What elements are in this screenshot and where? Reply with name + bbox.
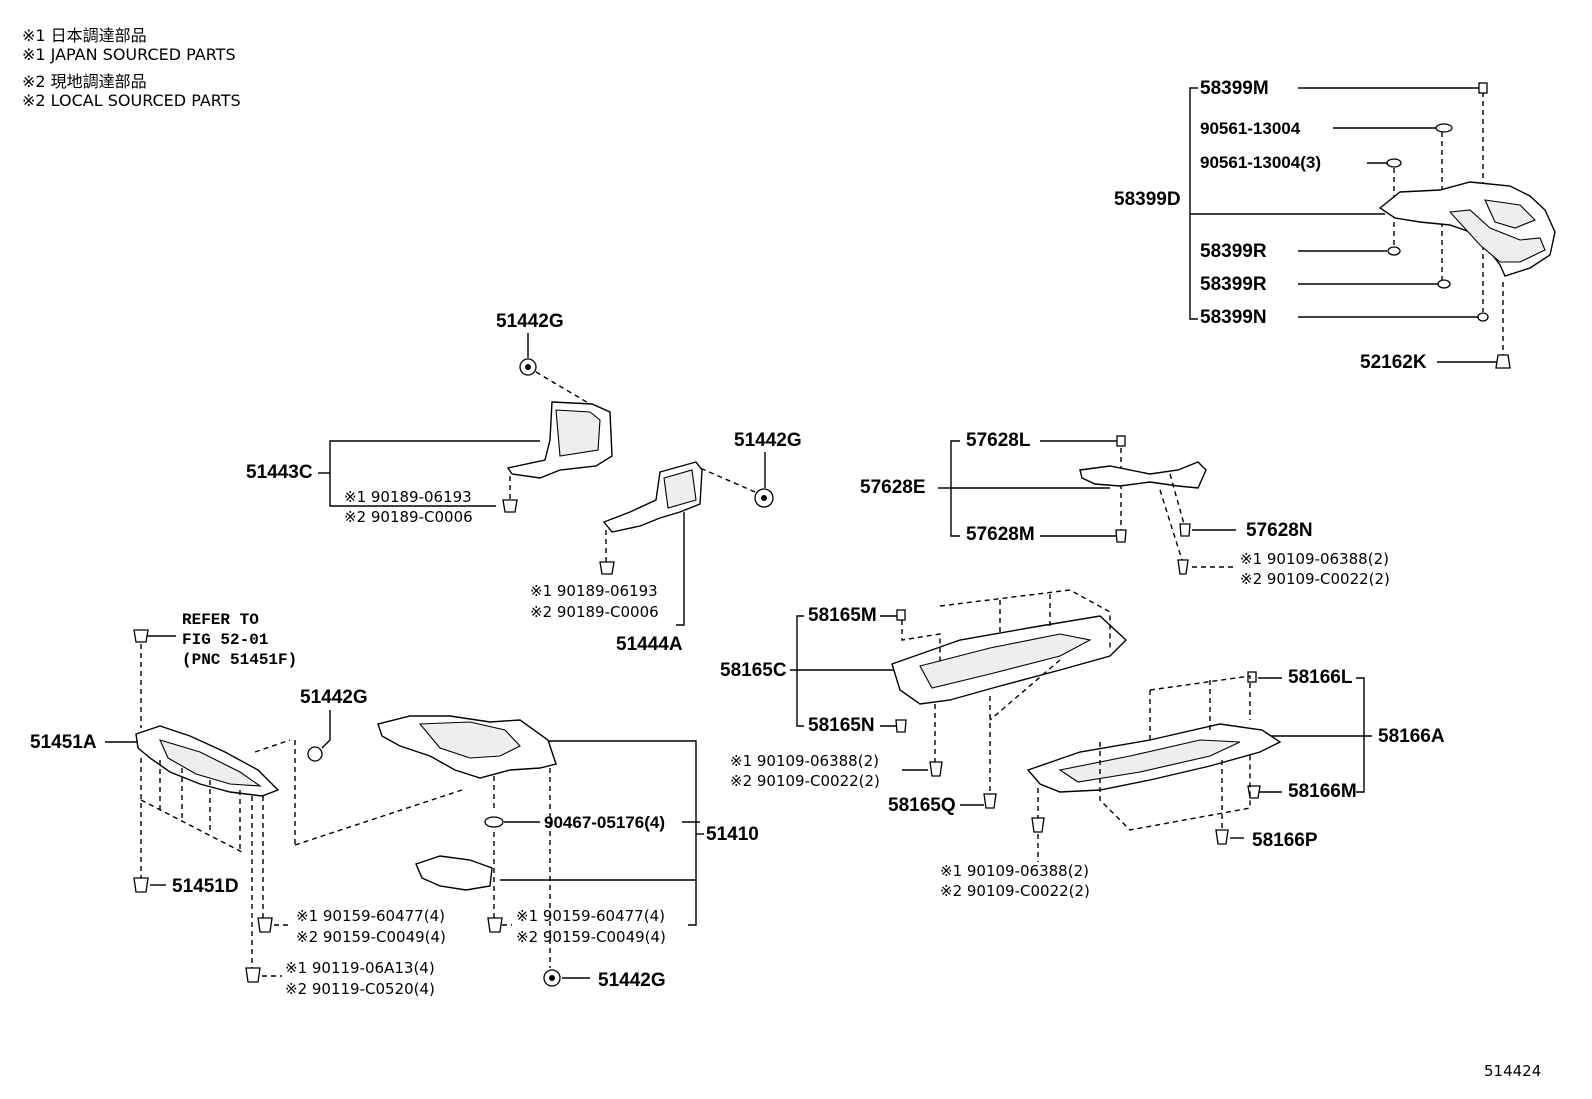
label-57628N: 57628N (1246, 520, 1313, 541)
clip-icon (1387, 246, 1401, 256)
bolt-icon (133, 877, 149, 893)
figure-id: 514424 (1484, 1062, 1541, 1080)
label-58165Q: 58165Q (888, 795, 956, 816)
legend-note-4: ※2 LOCAL SOURCED PARTS (22, 91, 241, 110)
bolt-icon (599, 561, 615, 575)
clip-icon (1437, 279, 1451, 289)
group-58399: 58399M 90561-13004 90561-13004(3) 58399D… (1114, 78, 1556, 373)
cover-51410-sub (415, 855, 493, 891)
label-58399N: 58399N (1200, 307, 1267, 328)
bolt-icon (1215, 829, 1229, 845)
bolt-icon (502, 499, 518, 513)
label-51443C: 51443C (246, 462, 313, 483)
bolt-icon (1031, 817, 1045, 833)
label-90467-05176: 90467-05176(4) (544, 813, 665, 832)
label-90189-06193-b: ※1 90189-06193 (530, 582, 658, 600)
label-90109-06388-c: ※1 90109-06388(2) (940, 862, 1089, 880)
label-58399R-1: 58399R (1200, 241, 1267, 262)
bolt-icon (1115, 529, 1127, 543)
legend-note-1: ※1 日本調達部品 (22, 26, 147, 45)
label-90159-C0049-b: ※2 90159-C0049(4) (516, 928, 666, 946)
label-refer-to: REFER TO (182, 611, 259, 629)
label-58399M: 58399M (1200, 78, 1269, 99)
legend-note-3: ※2 現地調達部品 (22, 72, 147, 91)
clip-icon (1247, 671, 1257, 683)
label-90119-C0520: ※2 90119-C0520(4) (285, 980, 435, 998)
bolt-icon (983, 793, 997, 809)
label-90109-06388-b: ※1 90109-06388(2) (730, 752, 879, 770)
grommet-icon (307, 746, 323, 762)
group-58166: 58166L 58166A 58166M 58166P ※1 90109-063… (940, 667, 1445, 900)
label-90109-C0022-a: ※2 90109-C0022(2) (1240, 570, 1390, 588)
group-57628: 57628L 57628E 57628M 57628N ※1 90109-063… (860, 430, 1390, 588)
nut-icon (484, 816, 504, 828)
label-90109-06388-a: ※1 90109-06388(2) (1240, 550, 1389, 568)
bolt-icon (1495, 354, 1511, 369)
bolt-icon (1177, 559, 1189, 575)
label-51442G-top: 51442G (496, 311, 564, 332)
label-51451A: 51451A (30, 732, 97, 753)
legend-note-2: ※1 JAPAN SOURCED PARTS (22, 45, 236, 64)
bolt-icon (487, 917, 503, 933)
label-57628E: 57628E (860, 477, 926, 498)
label-90159-60477-b: ※1 90159-60477(4) (516, 907, 665, 925)
label-51442G-bottom: 51442G (598, 970, 666, 991)
bolt-icon (929, 761, 943, 777)
label-51444A: 51444A (616, 634, 683, 655)
label-58166P: 58166P (1252, 830, 1318, 851)
clip-icon (896, 609, 906, 621)
group-58165: 58165M 58165C 58165N ※1 90109-06388(2) ※… (720, 589, 1128, 816)
label-pnc-51451F: (PNC 51451F) (182, 651, 297, 669)
label-57628L: 57628L (966, 430, 1031, 451)
label-57628M: 57628M (966, 524, 1035, 545)
bolt-icon (257, 917, 273, 933)
label-58166L: 58166L (1288, 667, 1353, 688)
label-90159-60477-a: ※1 90159-60477(4) (296, 907, 445, 925)
label-90109-C0022-b: ※2 90109-C0022(2) (730, 772, 880, 790)
clip-icon (1386, 158, 1402, 168)
bolt-icon (245, 967, 261, 983)
label-58166M: 58166M (1288, 781, 1357, 802)
label-58399R-2: 58399R (1200, 274, 1267, 295)
bolt-icon (1179, 523, 1191, 537)
bolt-icon (895, 719, 907, 733)
label-90159-C0049-a: ※2 90159-C0049(4) (296, 928, 446, 946)
group-51410: REFER TO FIG 52-01 (PNC 51451F) 51451A 5… (30, 611, 759, 998)
label-58165C: 58165C (720, 660, 787, 681)
label-90561-13004-3: 90561-13004(3) (1200, 153, 1321, 172)
label-51451D: 51451D (172, 876, 239, 897)
label-90109-C0022-c: ※2 90109-C0022(2) (940, 882, 1090, 900)
group-51443C: 51442G 51443C ※1 90189-06193 ※2 90189-C0… (246, 311, 613, 526)
label-58165N: 58165N (808, 715, 875, 736)
bracket-57628E (1079, 461, 1207, 489)
label-90119-06A13: ※1 90119-06A13(4) (285, 959, 435, 977)
label-58165M: 58165M (808, 605, 877, 626)
label-51442G-left: 51442G (300, 687, 368, 708)
label-90561-13004: 90561-13004 (1200, 119, 1301, 138)
label-58166A: 58166A (1378, 726, 1445, 747)
label-fig-52-01: FIG 52-01 (182, 631, 268, 649)
clip-icon (1478, 82, 1488, 94)
group-51444A: 51442G ※1 90189-06193 ※2 90189-C0006 514… (530, 430, 802, 655)
label-90189-C0006-b: ※2 90189-C0006 (530, 603, 659, 621)
clip-icon (1435, 123, 1453, 133)
clip-icon (1116, 435, 1126, 447)
label-90189-06193-a: ※1 90189-06193 (344, 488, 472, 506)
label-52162K: 52162K (1360, 352, 1427, 373)
label-58399D: 58399D (1114, 189, 1181, 210)
bolt-icon (133, 629, 149, 643)
label-51410: 51410 (706, 824, 759, 845)
clip-icon (1477, 312, 1489, 322)
label-90189-C0006-a: ※2 90189-C0006 (344, 508, 473, 526)
label-51442G-mid: 51442G (734, 430, 802, 451)
